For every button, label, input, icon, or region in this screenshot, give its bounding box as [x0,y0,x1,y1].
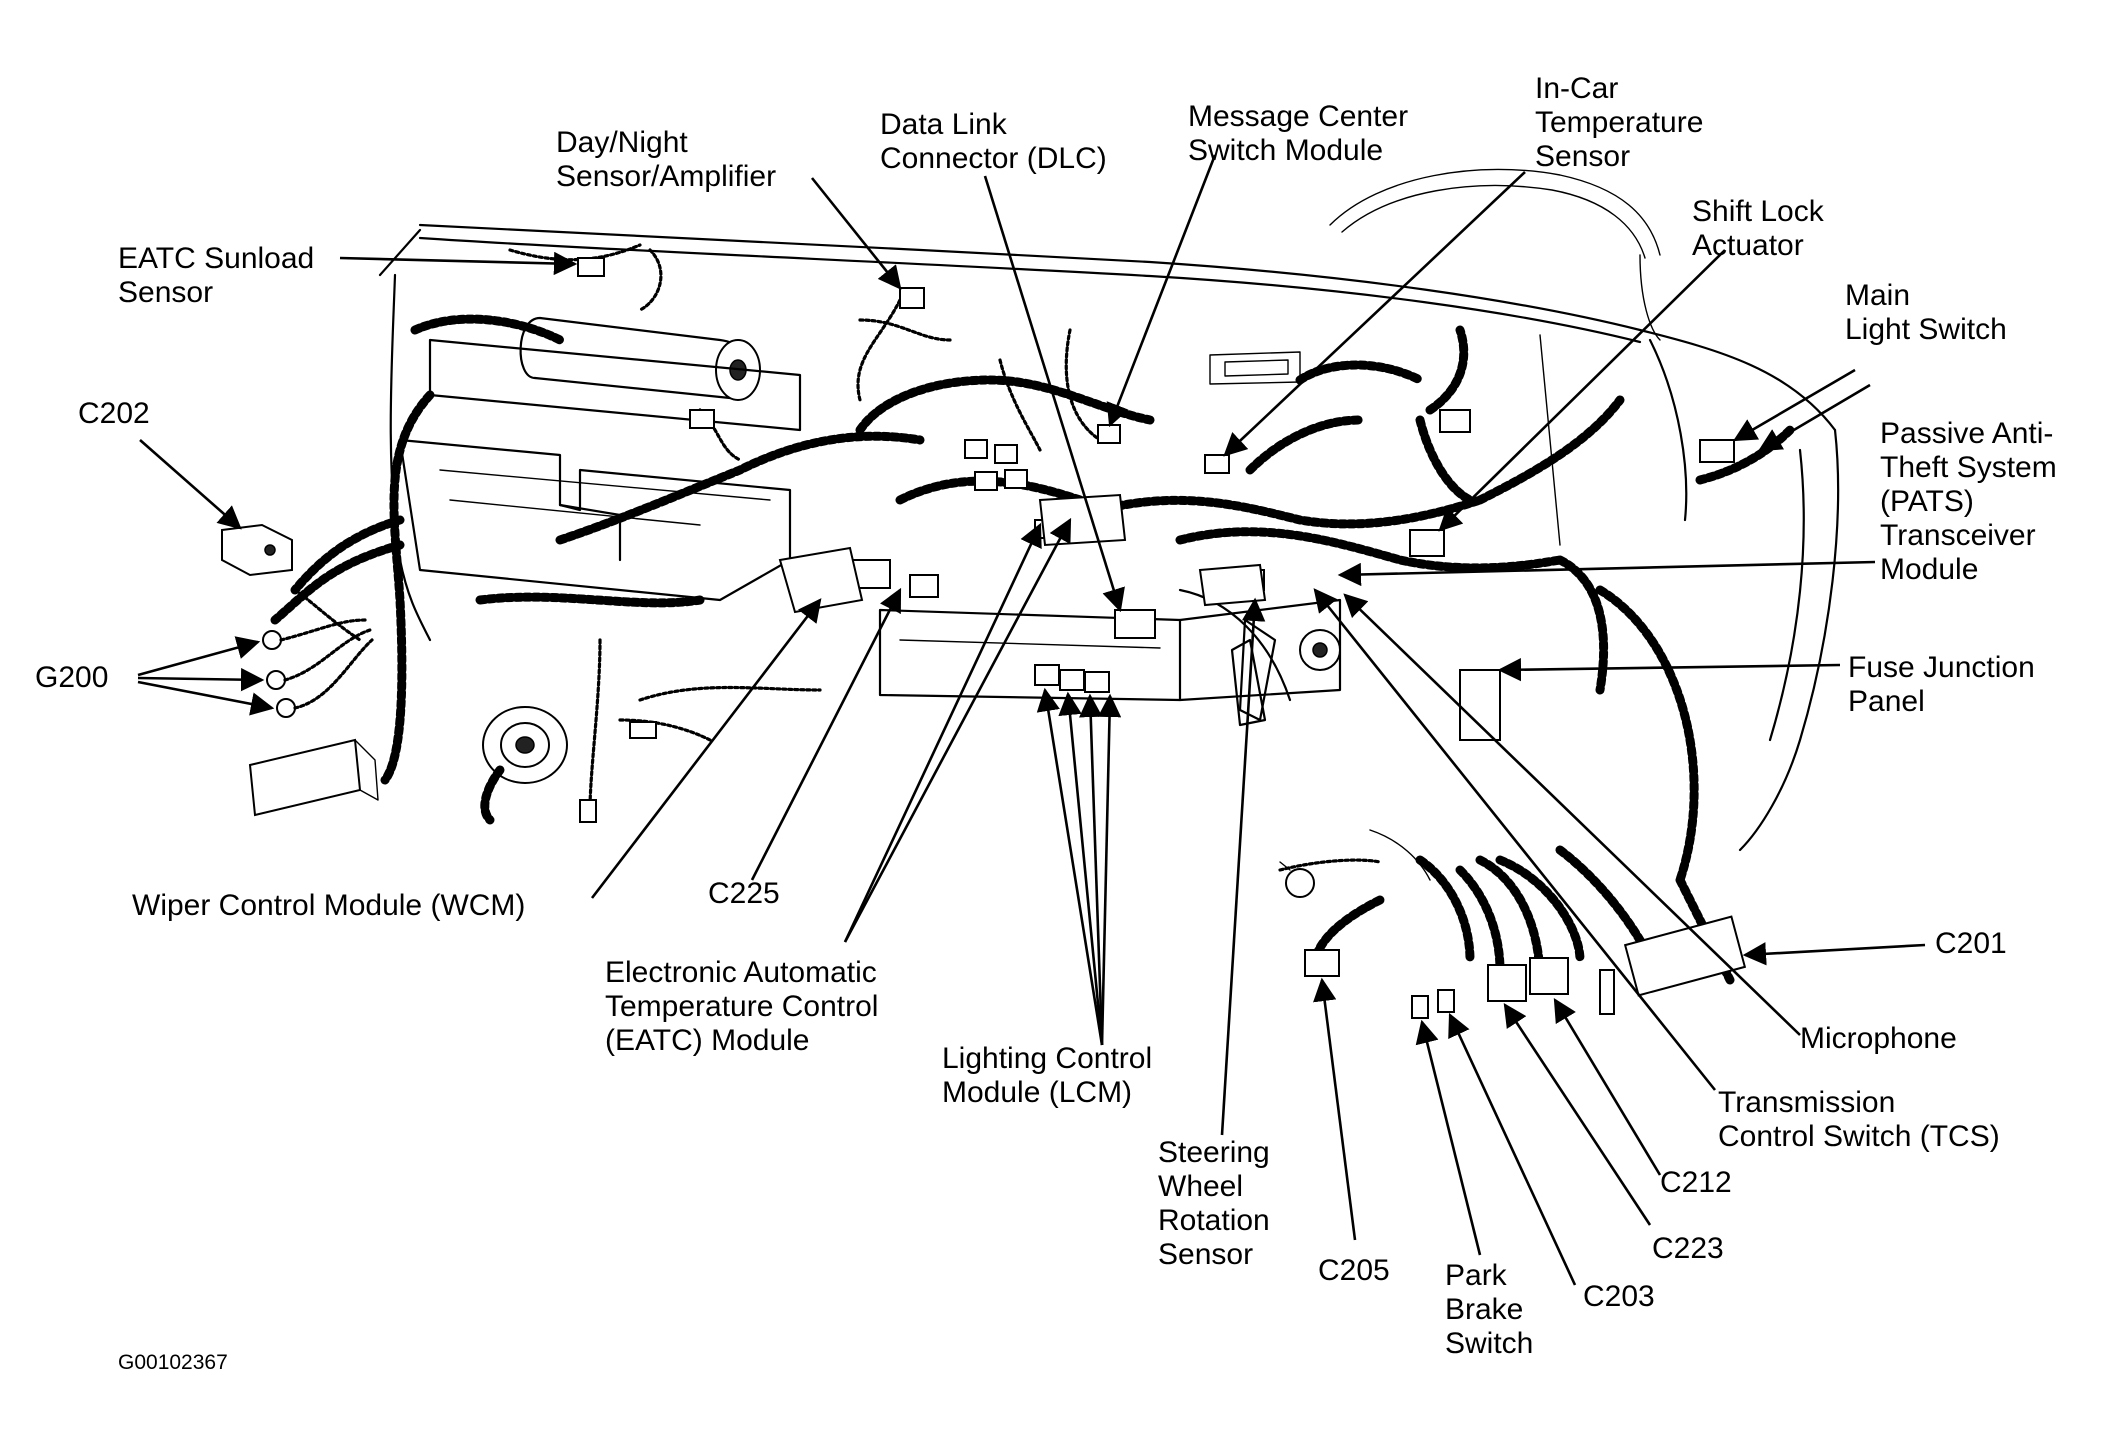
leader-pats [1337,560,1876,587]
leader-day-night [810,177,902,290]
leader-c203 [1448,1012,1577,1286]
fuse-junction-panel-body [1459,669,1501,741]
in-car-temp-connector [1204,454,1230,474]
leader-microphone [1343,593,1801,1036]
leader-c225 [750,587,902,881]
steering-wheel-outline [1329,168,1661,341]
leader-steering-wheel-sensor [1220,597,1266,1136]
label-c202: C202 [78,397,150,430]
c223-connector [1529,957,1569,995]
leader-tcs [1313,588,1717,1091]
leader-g200-c [137,680,275,716]
label-pats-module: Passive Anti-Theft System(PATS)Transceiv… [1880,417,2057,586]
shift-lock-connector [1409,529,1445,557]
leader-wcm [590,598,822,899]
label-wcm: Wiper Control Module (WCM) [132,889,525,922]
leader-c205 [1313,977,1357,1241]
leader-g200-b [137,667,265,692]
park-brake-connector-a [1411,995,1429,1019]
leader-c223 [1503,1003,1652,1226]
microphone-body [1279,861,1315,898]
park-brake-connector-b [1437,989,1455,1013]
day-night-sensor-connector [899,287,925,309]
label-c205: C205 [1318,1254,1390,1287]
blower-motor [480,706,568,825]
steering-column [1198,563,1431,881]
connectors [577,257,1747,1019]
label-c212: C212 [1660,1166,1732,1199]
lower-center-connectors [579,721,657,823]
leader-eatc-module-a [843,522,1042,943]
c201-connector [1623,915,1747,997]
dlc-connector [1114,609,1156,639]
leader-shift-lock [1438,249,1726,532]
leader-lcm-b [1058,691,1104,1046]
leader-main-light-switch-b [1757,383,1871,452]
leader-c212 [1553,997,1662,1176]
label-c225: C225 [708,877,780,910]
dashboard-drawing [221,168,1840,1019]
leader-dlc [983,175,1125,613]
leader-c202 [139,439,242,530]
leader-main-light-switch-a [1732,368,1856,442]
g200-ground-eyelets [262,618,374,718]
leader-c201 [1742,942,1926,966]
c202-component [221,523,293,577]
leader-lcm-c [1079,693,1104,1046]
leader-g200-a [137,636,261,677]
eatc-module-body [1038,493,1127,547]
wiring-harness [270,314,1795,985]
label-microphone: Microphone [1800,1022,1957,1055]
leader-lines [137,154,1926,1286]
label-c201: C201 [1935,927,2007,960]
message-center-connector [1097,424,1121,444]
main-light-switch-connector [1699,439,1735,463]
label-g200: G200 [35,661,108,694]
leader-lcm-a [1036,687,1104,1046]
lower-left-module [248,738,379,817]
c203-connector [1487,964,1527,1002]
label-c203: C203 [1583,1280,1655,1313]
leader-message-center [1106,154,1217,428]
wcm-box [778,546,864,614]
leader-fuse-panel [1497,657,1841,682]
leader-eatc-sunload [339,251,578,276]
label-c223: C223 [1652,1232,1724,1265]
leader-eatc-module-b [843,517,1072,943]
leader-park-brake [1415,1019,1482,1256]
sunload-sensor-connector [577,257,605,277]
leader-in-car-temp [1223,171,1526,457]
c205-connector [1304,949,1340,977]
leader-lcm-d [1097,693,1122,1046]
figure-code: G00102367 [118,1351,228,1374]
